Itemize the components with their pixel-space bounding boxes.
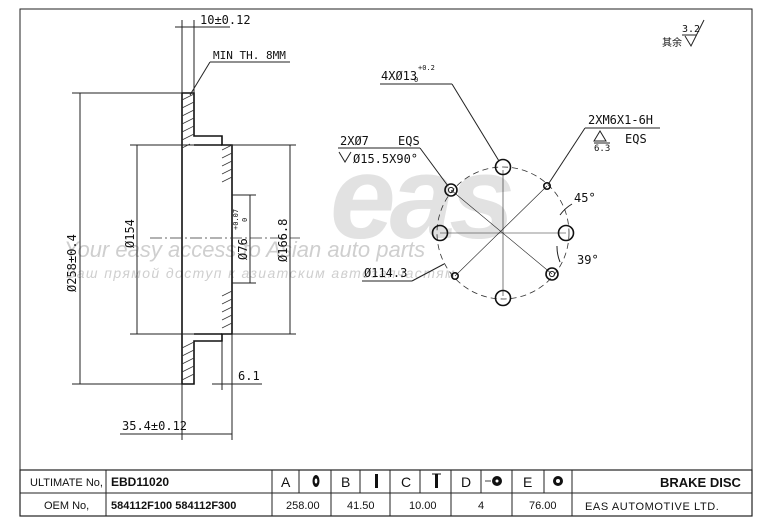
dim-thread-eqs: EQS <box>625 132 647 146</box>
watermark-tagline-ru: Ваш прямой доступ к азиатским автозапчас… <box>66 265 461 281</box>
pin-hole-upper-left <box>444 183 458 197</box>
bolt-hole-left <box>431 224 449 242</box>
bolt-hole-bottom <box>494 289 512 307</box>
dim-angle-39: 39° <box>577 253 599 267</box>
ultimate-number-value: EBD11020 <box>111 475 169 489</box>
column-key-d: D <box>461 474 471 490</box>
company-name: EAS AUTOMOTIVE LTD. <box>585 501 719 513</box>
front-view-annotations: 4XØ13 +0.2 0 2XØ7 EQS Ø15.5X90° 2XM6X1-6… <box>338 19 705 282</box>
dim-min-thickness: MIN TH. 8MM <box>213 49 286 62</box>
roughness-value: 3.2 <box>682 24 700 35</box>
title-block: ULTIMATE No, EBD11020 OEM No, 584112F100… <box>19 469 753 517</box>
dim-pin-holes-eqs: EQS <box>398 134 420 148</box>
column-key-e: E <box>523 474 532 490</box>
disc-center-bore-icon <box>553 476 563 486</box>
disc-thickness-icon <box>432 473 441 488</box>
dim-bolt-holes-tol-lower: 0 <box>414 76 418 84</box>
dim-center-bore: Ø76 <box>236 238 250 260</box>
column-value-d: 4 <box>478 500 484 512</box>
thread-hole-upper-right <box>542 182 551 191</box>
ultimate-number-label: ULTIMATE No, <box>30 477 103 489</box>
dim-pcd: Ø114.3 <box>364 266 407 280</box>
front-view <box>431 158 575 307</box>
watermark: eas Your easy access to Asian auto parts… <box>64 132 517 281</box>
dim-bolt-holes-tol-upper: +0.2 <box>418 64 435 72</box>
oem-number-label: OEM No, <box>44 500 89 512</box>
thread-hole-lower-left <box>450 271 459 280</box>
bolt-hole-right <box>557 224 575 242</box>
dim-total-height: 35.4±0.12 <box>122 419 187 433</box>
product-name: BRAKE DISC <box>660 475 742 490</box>
dim-outer-diameter: Ø258±0.4 <box>65 234 79 292</box>
dim-thread: 2XM6X1-6H <box>588 113 653 127</box>
disc-height-icon <box>375 474 378 488</box>
column-key-c: C <box>401 474 411 490</box>
column-value-a: 258.00 <box>286 500 320 512</box>
column-value-c: 10.00 <box>409 500 437 512</box>
dim-center-bore-tol-upper: +0.07 <box>232 209 240 230</box>
watermark-logo: eas <box>330 132 511 264</box>
dim-countersink: Ø15.5X90° <box>353 152 418 166</box>
bolt-hole-top <box>494 158 512 176</box>
roughness-note: 其余 <box>662 36 682 49</box>
column-key-b: B <box>341 474 350 490</box>
column-key-a: A <box>281 474 291 490</box>
dim-angle-45: 45° <box>574 191 596 205</box>
dim-hat-diameter: Ø166.8 <box>276 219 290 262</box>
column-value-b: 41.50 <box>347 500 375 512</box>
dim-pin-holes: 2XØ7 <box>340 134 369 148</box>
dim-bolt-holes: 4XØ13 <box>381 69 417 83</box>
oem-number-value: 584112F100 584112F300 <box>111 500 236 512</box>
section-dimensions: 10±0.12 MIN TH. 8MM Ø258±0.4 Ø154 Ø76 +0… <box>65 13 296 440</box>
dim-center-bore-tol-lower: 0 <box>241 218 249 222</box>
dim-thickness: 10±0.12 <box>200 13 251 27</box>
watermark-tagline-en: Your easy access to Asian auto parts <box>64 237 425 262</box>
dim-thread-depth: 6.3 <box>594 144 610 154</box>
column-value-e: 76.00 <box>529 500 557 512</box>
pin-hole-lower-right <box>545 267 559 281</box>
dim-inner-diameter: Ø154 <box>123 219 137 248</box>
disc-outer-diameter-icon <box>312 475 320 487</box>
dim-hat-thickness: 6.1 <box>238 369 260 383</box>
disc-holes-icon <box>485 476 502 486</box>
